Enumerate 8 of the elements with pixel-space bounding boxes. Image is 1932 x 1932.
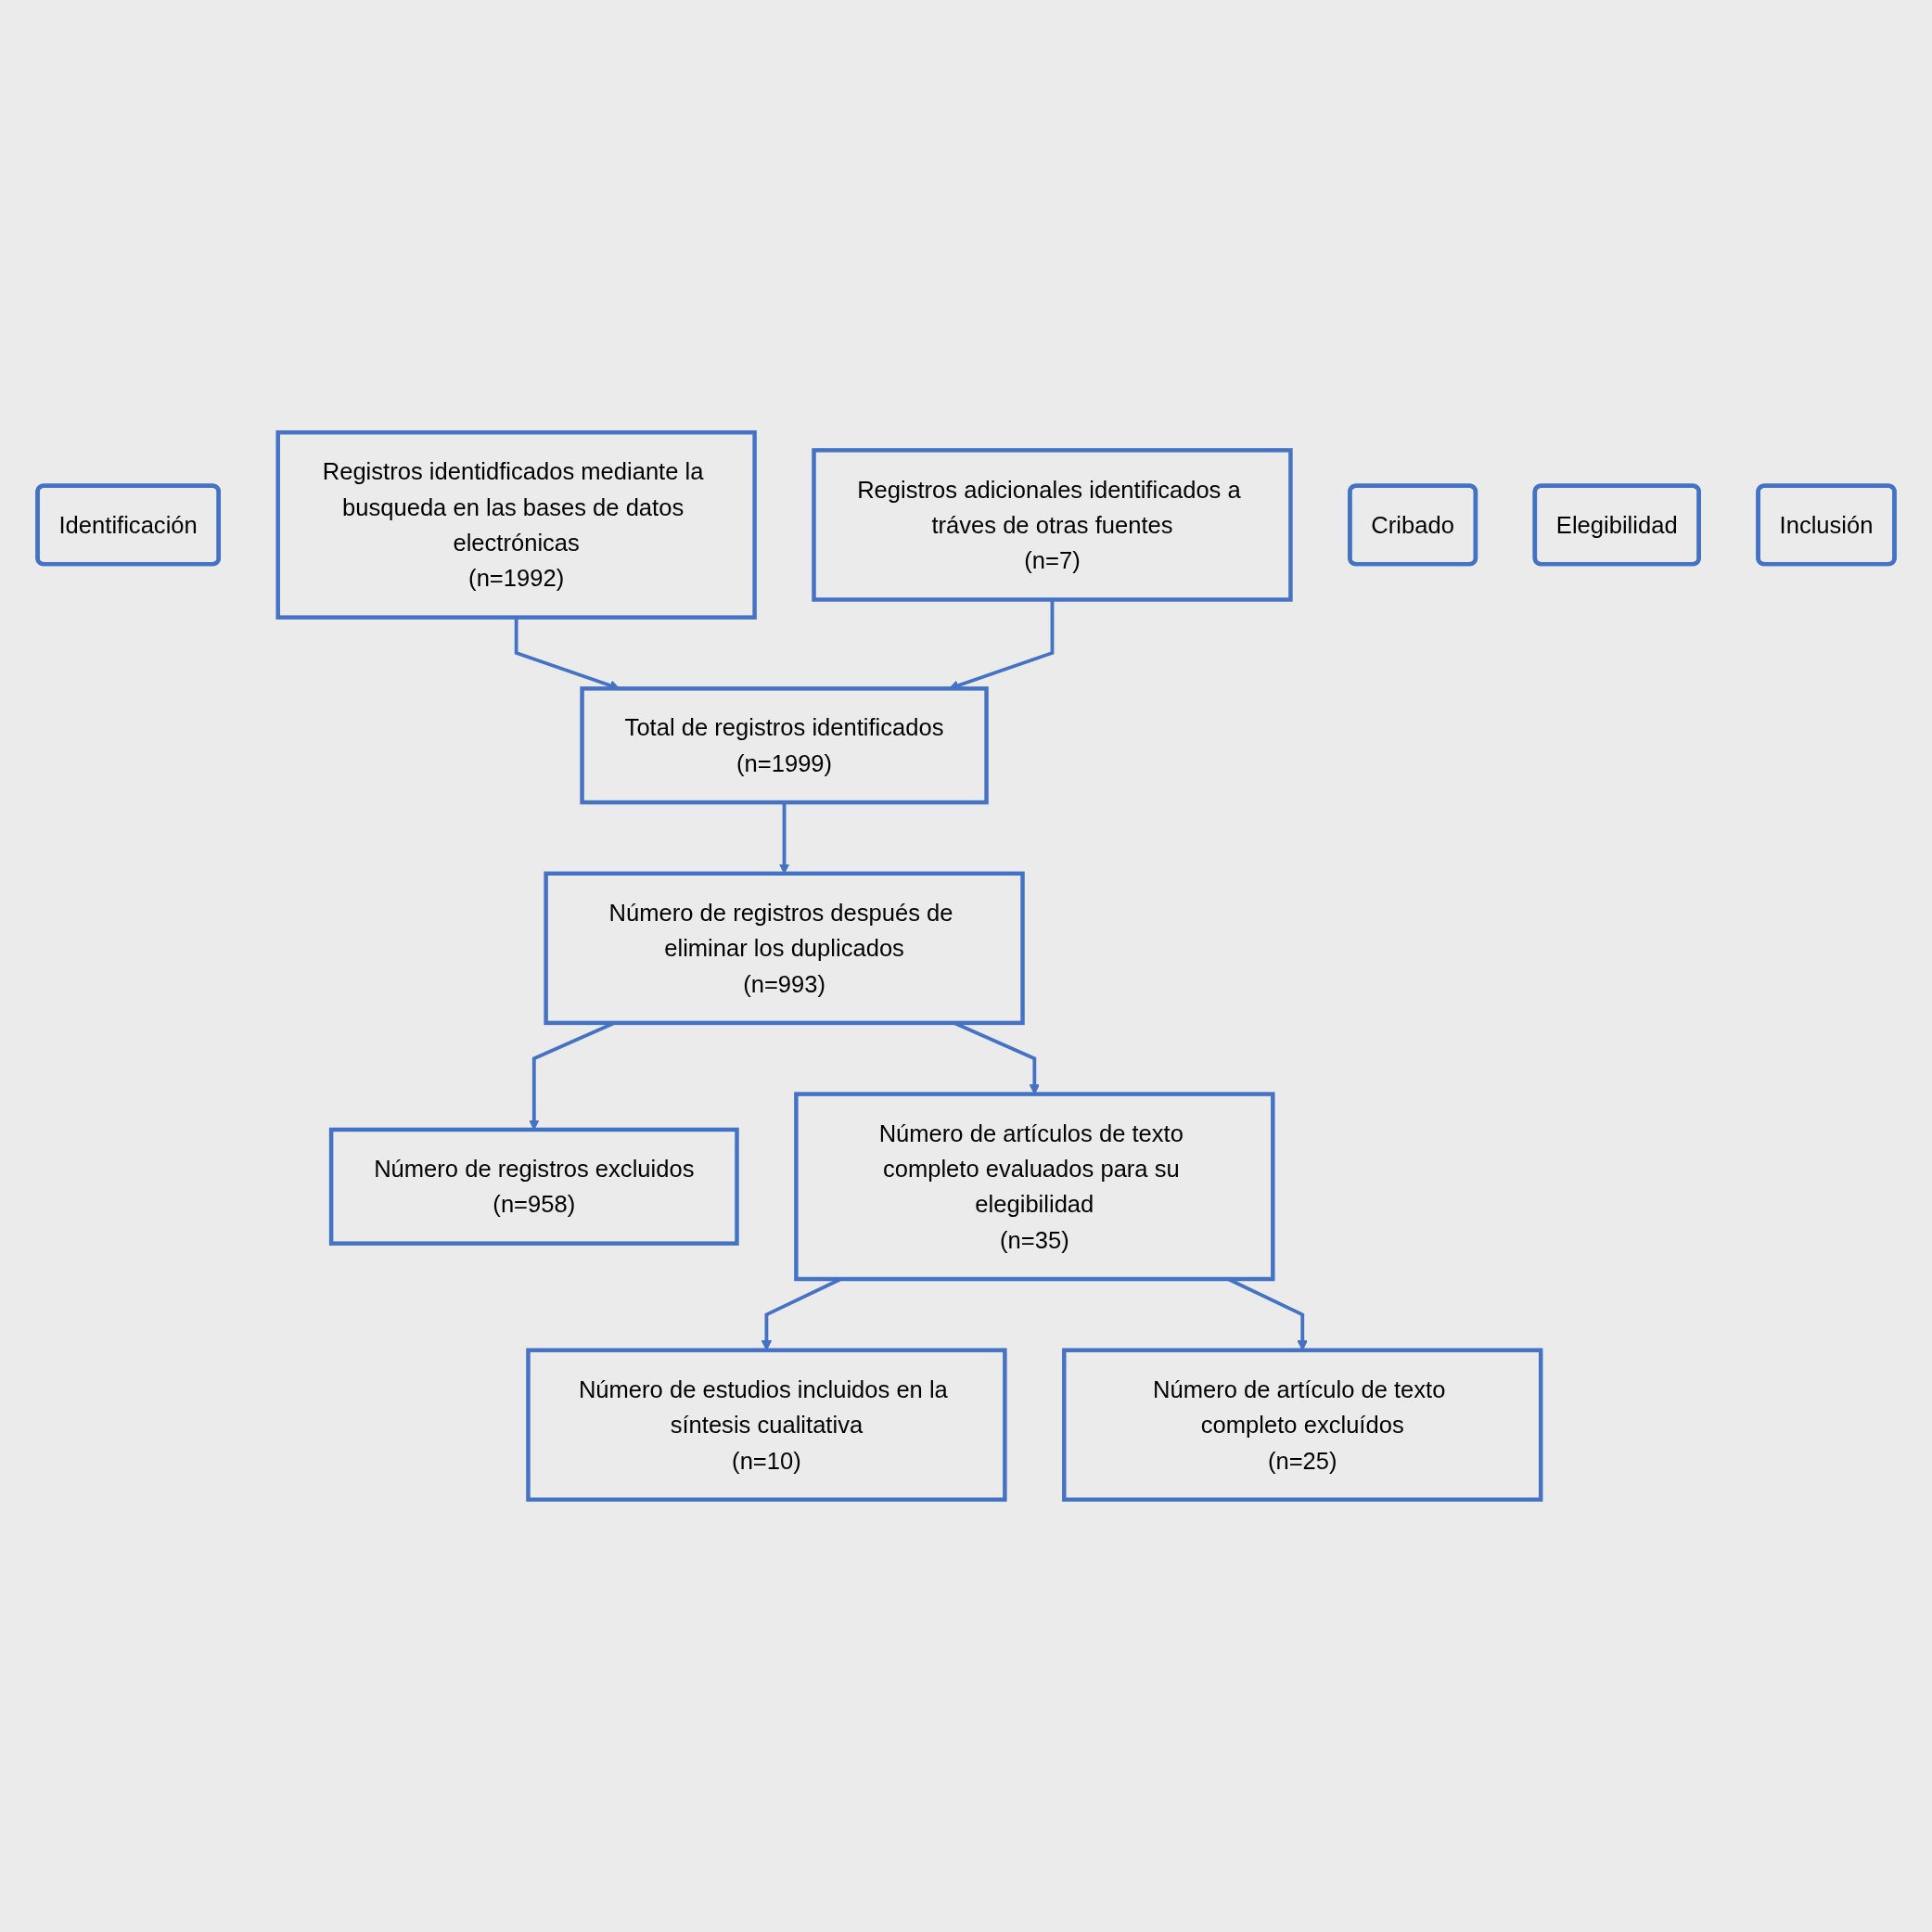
node-box: Registros identidficados mediante la busqueda en las bases de datos electrónicas (n=1992)	[275, 430, 757, 620]
node-box: Registros adicionales identificados a tráves de otras fuentes (n=7)	[812, 448, 1293, 602]
node-box: Total de registros identificados (n=1999)	[580, 686, 989, 805]
node-box: Número de registros excluidos (n=958)	[328, 1127, 739, 1246]
node-box: Número de registros después de eliminar los duplicados (n=993)	[544, 871, 1025, 1026]
node-box: Número de artículos de texto completo evaluados para su elegibilidad (n=35)	[794, 1092, 1275, 1282]
node-box: Número de estudios incluidos en la síntesis cualitativa (n=10)	[526, 1348, 1007, 1502]
node-box: Número de artículo de texto completo excluídos (n=25)	[1062, 1348, 1543, 1502]
